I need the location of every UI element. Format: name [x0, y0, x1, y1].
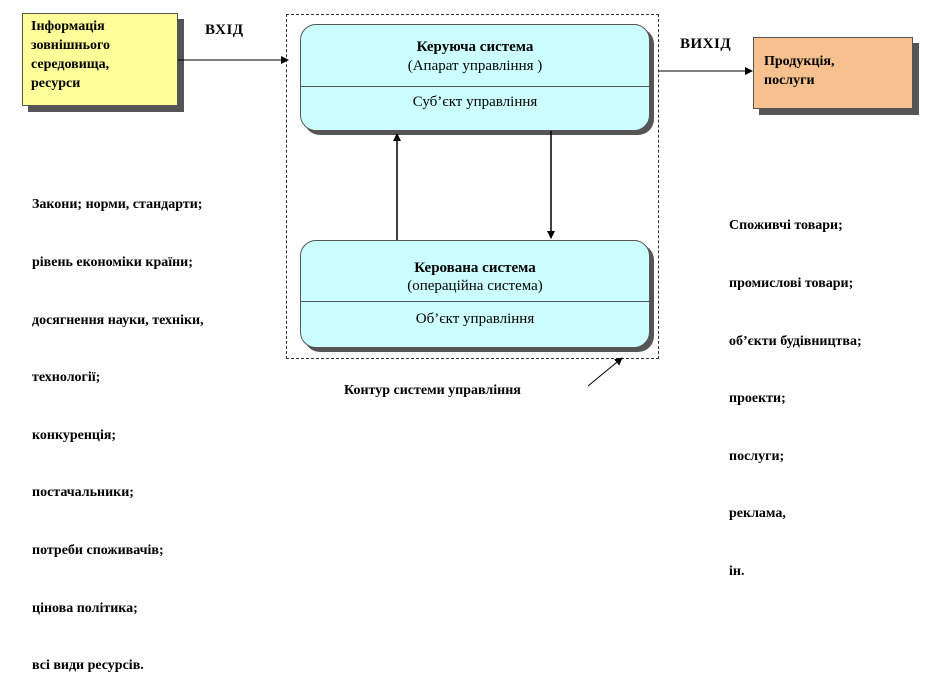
- environment-factors-list: Закони; норми, стандарти; рівень економі…: [32, 157, 204, 695]
- environment-factor: всі види ресурсів.: [32, 658, 144, 674]
- connector-arrows: [178, 56, 753, 387]
- environment-factor: потреби споживачів;: [32, 543, 164, 559]
- environment-factor: технології;: [32, 370, 101, 386]
- environment-factor: конкуренція;: [32, 427, 117, 443]
- input-resources-box: Інформація зовнішнього середовища, ресур…: [22, 13, 178, 106]
- control-system-box: Керуюча система (Апарат управління ) Суб…: [300, 24, 650, 131]
- output-item: реклама,: [729, 506, 786, 522]
- input-line: середовища,: [31, 57, 110, 72]
- environment-factor: рівень економіки країни;: [32, 255, 193, 271]
- output-label: ВИХІД: [680, 36, 732, 52]
- management-system-contour: [286, 14, 659, 359]
- input-line: Інформація: [31, 19, 105, 34]
- control-system-title: Керуюча система: [416, 39, 534, 55]
- managed-system-title: Керована система: [414, 260, 536, 276]
- output-products-box: Продукція, послуги: [753, 37, 913, 109]
- input-label: ВХІД: [205, 22, 244, 38]
- input-line: зовнішнього: [31, 38, 111, 53]
- output-item: об’єкти будівництва;: [729, 333, 862, 349]
- environment-factor: постачальники;: [32, 485, 134, 501]
- output-line: послуги: [764, 73, 815, 88]
- control-system-divider: [301, 86, 649, 87]
- output-item: Споживчі товари;: [729, 218, 843, 234]
- output-item: промислові товари;: [729, 276, 854, 292]
- managed-system-role: Об’єкт управління: [415, 311, 535, 327]
- contour-caption: Контур системи управління: [344, 383, 521, 398]
- output-line: Продукція,: [764, 54, 835, 69]
- output-item: ін.: [729, 564, 745, 580]
- managed-system-subtitle: (операційна система): [407, 278, 543, 294]
- managed-system-box: Керована система (операційна система) Об…: [300, 240, 650, 348]
- caption-pointer-arrow: [587, 357, 623, 387]
- control-system-subtitle: (Апарат управління ): [407, 58, 543, 74]
- output-items-list: Споживчі товари; промислові товари; об’є…: [729, 178, 862, 600]
- input-line: ресурси: [31, 76, 81, 91]
- output-item: послуги;: [729, 448, 785, 464]
- environment-factor: досягнення науки, техніки,: [32, 312, 204, 328]
- managed-system-divider: [301, 301, 649, 302]
- environment-factor: Закони; норми, стандарти;: [32, 197, 203, 213]
- environment-factor: цінова політика;: [32, 600, 138, 616]
- control-system-role: Суб’єкт управління: [412, 94, 538, 110]
- output-item: проекти;: [729, 391, 786, 407]
